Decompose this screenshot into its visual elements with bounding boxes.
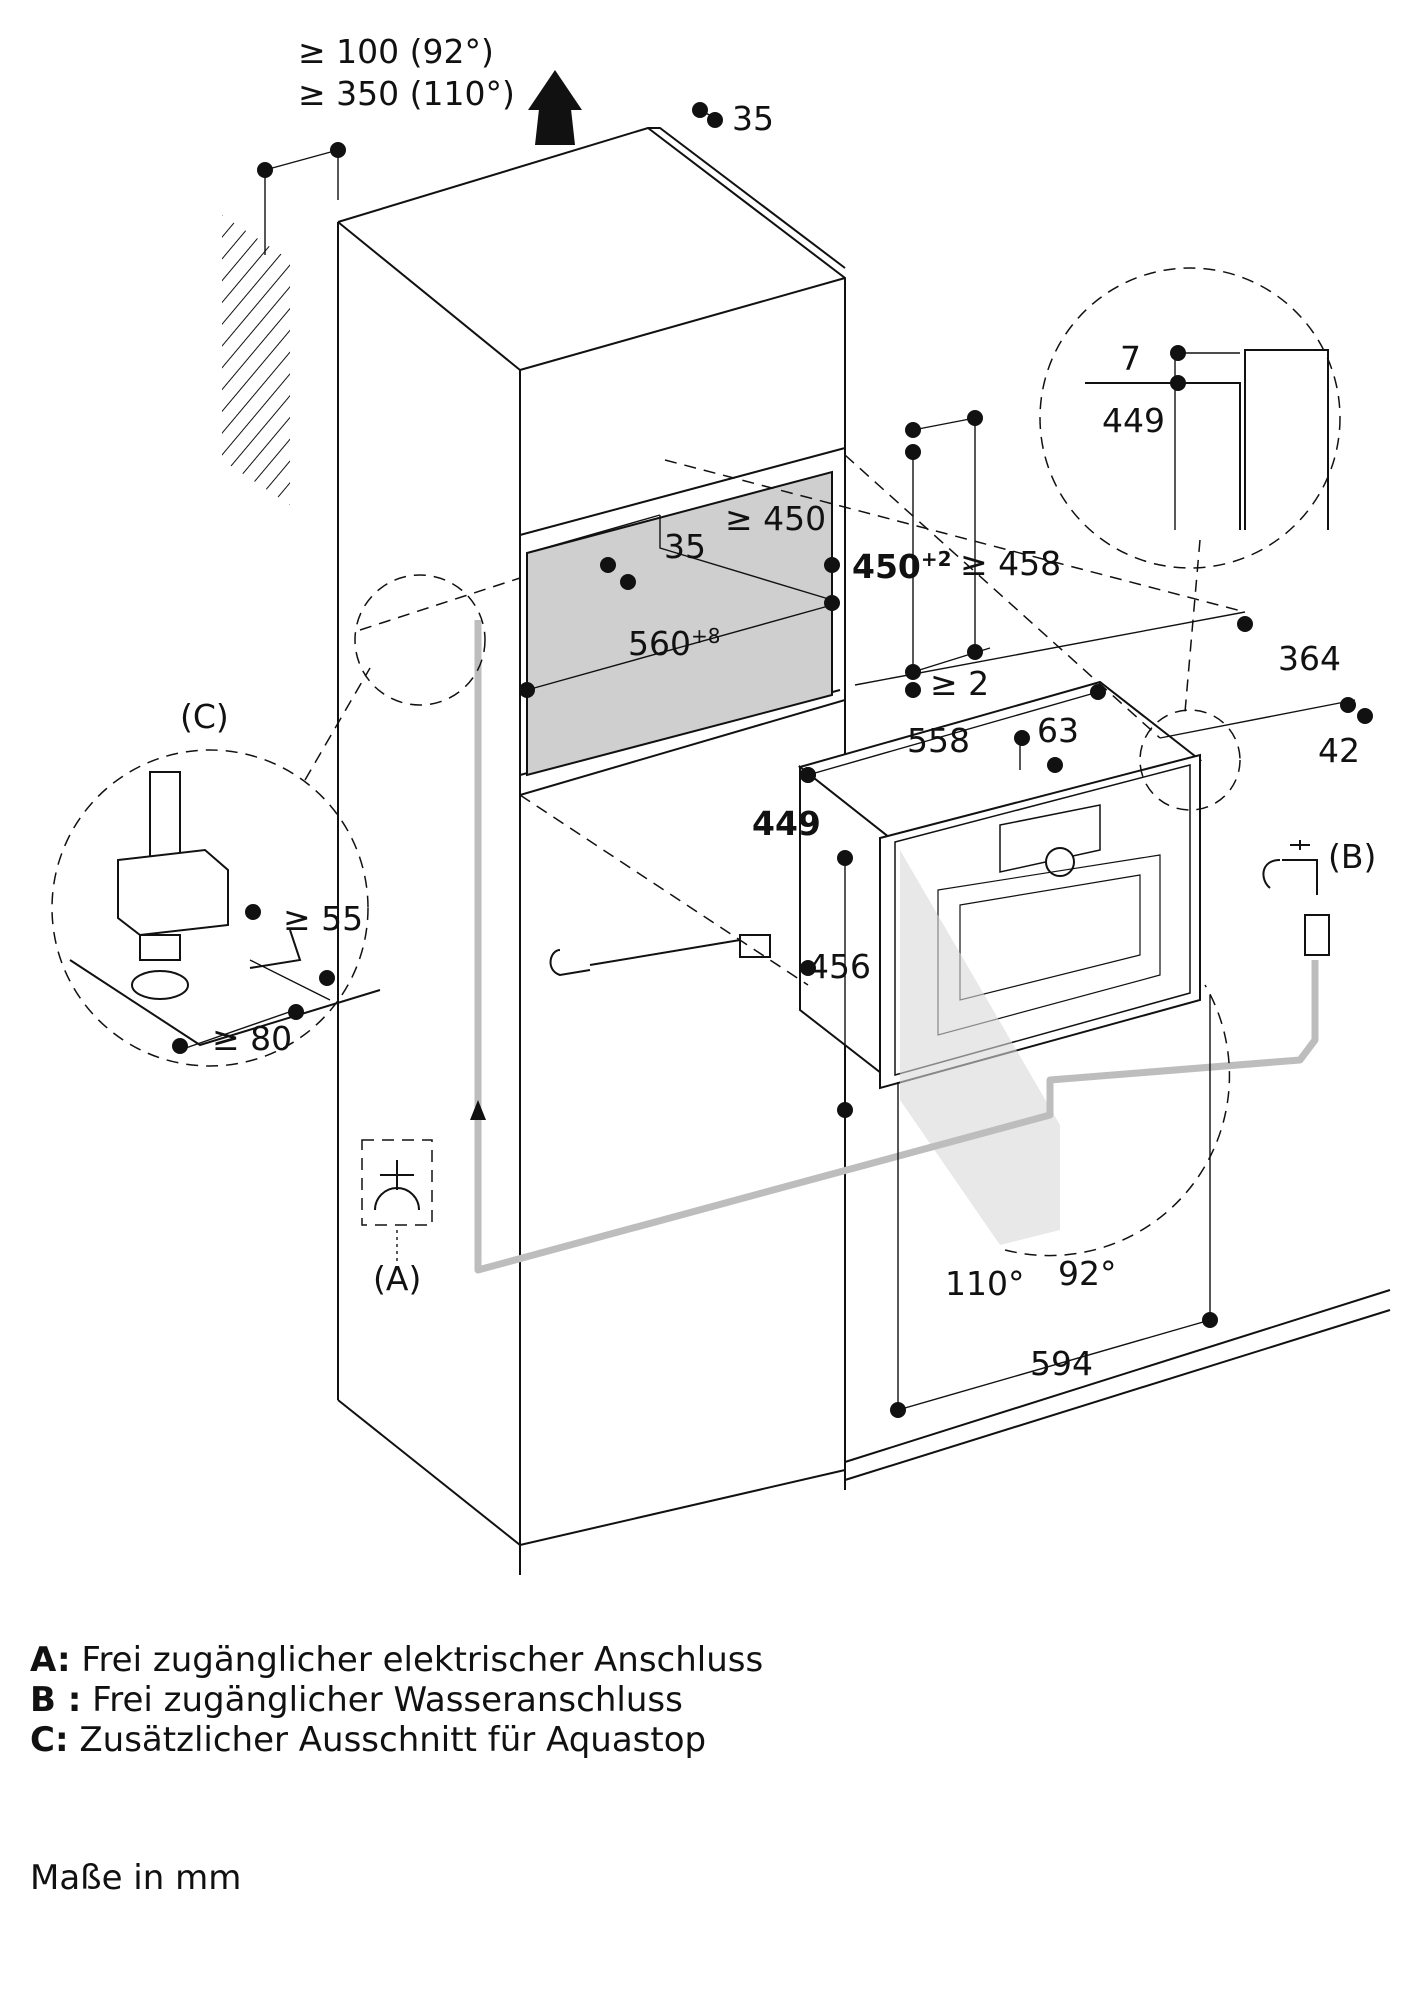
- callout-c: (C): [180, 697, 229, 736]
- dim-overall-depth: 364: [1278, 639, 1341, 678]
- callout-a: (A): [373, 1259, 421, 1298]
- installation-diagram: ≥ 100 (92°) ≥ 350 (110°) 35 35 ≥ 450 450…: [51, 32, 1391, 1575]
- dim-niche-height: 450+2: [852, 547, 952, 586]
- dim-panel-offset: 63: [1037, 711, 1079, 750]
- water-hose: [470, 620, 1319, 1274]
- legend-key: B :: [30, 1680, 82, 1720]
- power-cord: [549, 934, 771, 977]
- top-clearance-92: ≥ 100 (92°): [298, 32, 494, 71]
- units-note: Maße in mm: [30, 1858, 242, 1898]
- dim-top-depth: 35: [732, 99, 774, 138]
- aquastop-depth: ≥ 55: [283, 899, 363, 938]
- aquastop-width: ≥ 80: [212, 1019, 292, 1058]
- niche-opening: [526, 470, 833, 777]
- dim-appliance-width: 558: [907, 721, 970, 760]
- legend-text: Zusätzlicher Ausschnitt für Aquastop: [79, 1720, 707, 1760]
- legend-key: C:: [30, 1720, 69, 1760]
- dimension-labels: ≥ 100 (92°) ≥ 350 (110°) 35 35 ≥ 450 450…: [180, 32, 1376, 1383]
- dim-front-width: 594: [1030, 1344, 1093, 1383]
- water-tap-icon: [1262, 840, 1330, 956]
- callout-b: (B): [1328, 837, 1376, 876]
- dim-niche-height-alt: ≥ 458: [960, 544, 1061, 583]
- angle-110: 110°: [945, 1264, 1025, 1303]
- detail-circle-c: [51, 574, 486, 1067]
- dim-niche-depth: ≥ 450: [725, 499, 826, 538]
- legend-text: Frei zugänglicher elektrischer Anschluss: [81, 1640, 764, 1680]
- dim-front-height: 456: [808, 947, 871, 986]
- detail-dim-top: 7: [1120, 339, 1141, 378]
- dimension-lines: [179, 109, 1356, 1411]
- legend-key: A:: [30, 1640, 71, 1680]
- legend-text: Frei zugänglicher Wasseranschluss: [92, 1680, 683, 1720]
- dim-niche-depth-top: 35: [664, 527, 706, 566]
- detail-dim-height: 449: [1102, 401, 1165, 440]
- top-clearance-110: ≥ 350 (110°): [298, 74, 515, 113]
- dim-gap-bottom: ≥ 2: [930, 664, 989, 703]
- legend-item-a: A: Frei zugänglicher elektrischer Anschl…: [30, 1640, 763, 1680]
- wall-hatch: [222, 215, 290, 505]
- legend-item-b: B : Frei zugänglicher Wasseranschluss: [30, 1680, 763, 1720]
- dimension-dots: [172, 102, 1373, 1418]
- dim-niche-width: 560+8: [628, 624, 720, 663]
- socket-icon: [361, 1139, 433, 1265]
- legend: A: Frei zugänglicher elektrischer Anschl…: [30, 1640, 763, 1760]
- dim-front-protrusion: 42: [1318, 731, 1360, 770]
- up-arrow-icon: [528, 70, 582, 145]
- legend-item-c: C: Zusätzlicher Ausschnitt für Aquastop: [30, 1720, 763, 1760]
- angle-92: 92°: [1058, 1254, 1117, 1293]
- dim-appliance-height: 449: [752, 804, 821, 843]
